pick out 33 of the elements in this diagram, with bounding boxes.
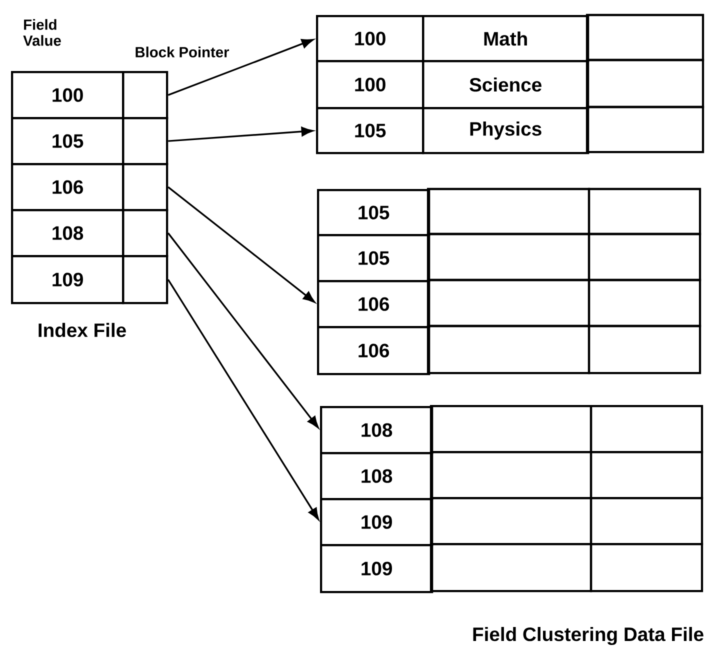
arrow bbox=[167, 232, 319, 428]
table-cell: Science bbox=[422, 60, 590, 110]
table-cell: 109 bbox=[320, 544, 434, 594]
pointer-cell bbox=[122, 209, 168, 258]
column-heading: Field Value bbox=[23, 19, 61, 46]
pointer-cell bbox=[122, 163, 168, 212]
arrow bbox=[167, 279, 319, 520]
arrow bbox=[168, 186, 315, 303]
table-cell: 105 bbox=[317, 234, 430, 282]
table-cell: 109 bbox=[11, 255, 124, 304]
arrow bbox=[168, 126, 314, 142]
arrow bbox=[168, 39, 314, 96]
caption: Index File bbox=[38, 322, 126, 338]
table-cell: 105 bbox=[11, 117, 124, 166]
table-cell: 105 bbox=[316, 107, 424, 154]
table-cell: 100 bbox=[316, 60, 424, 110]
table-cell: Math bbox=[422, 15, 590, 62]
table-cell: 106 bbox=[317, 326, 430, 376]
pointer-cell bbox=[122, 117, 168, 166]
table-cell: 108 bbox=[320, 406, 434, 454]
table-cell: 109 bbox=[320, 498, 434, 546]
table-cell: 108 bbox=[320, 452, 434, 500]
table-cell: Physics bbox=[422, 107, 590, 154]
table-cell: 108 bbox=[11, 209, 124, 258]
pointer-cell bbox=[122, 255, 168, 304]
table-cell: 100 bbox=[316, 15, 424, 62]
table-cell: 106 bbox=[11, 163, 124, 212]
caption: Field Clustering Data File bbox=[473, 626, 704, 646]
table-cell: 100 bbox=[11, 71, 124, 120]
table-cell: 105 bbox=[317, 189, 430, 236]
column-heading: Block Pointer bbox=[136, 46, 230, 58]
table-cell: 106 bbox=[317, 280, 430, 328]
pointer-cell bbox=[122, 71, 168, 120]
